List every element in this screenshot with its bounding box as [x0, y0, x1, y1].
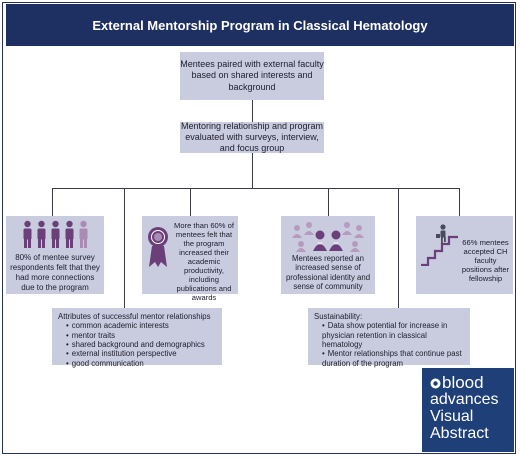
connector-line [52, 188, 53, 216]
list-item: common academic interests [66, 321, 216, 330]
stairs-climber-icon [421, 224, 458, 266]
outcome-faculty-box: 66% mentees accepted CH faculty position… [416, 216, 513, 294]
outcome-faculty-text: 66% mentees accepted CH faculty position… [461, 238, 510, 284]
award-ribbon-icon [148, 227, 168, 267]
frame [2, 2, 516, 454]
logo-line: blood [430, 374, 508, 391]
person-icon [65, 220, 73, 248]
sustainability-heading: Sustainability: [314, 312, 363, 321]
connector-line [52, 188, 459, 189]
people-icon [6, 220, 104, 248]
step-evaluation-box: Mentoring relationship and program evalu… [180, 120, 324, 154]
connector-line [124, 188, 125, 308]
outcome-productivity-text: More than 60% of mentees felt that the p… [174, 221, 234, 302]
community-icon [292, 222, 364, 252]
logo-line: Abstract [430, 425, 489, 442]
connector-line [190, 188, 191, 216]
list-item: Data show potential for increase in phys… [322, 321, 464, 349]
outcome-community-box: Mentees reported an increased sense of p… [281, 216, 375, 294]
connector-line [398, 188, 399, 308]
step-pairing-box: Mentees paired with external faculty bas… [180, 52, 324, 100]
outcome-connections-box: 80% of mentee survey respondents felt th… [6, 216, 104, 294]
outcome-connections-text: 80% of mentee survey respondents felt th… [10, 253, 100, 292]
logo-drop-icon [430, 378, 441, 389]
person-icon [37, 220, 45, 248]
list-item: good communication [66, 359, 216, 368]
connector-line [328, 188, 329, 216]
attributes-list: common academic interests mentor traits … [58, 321, 216, 368]
sustainability-list: Data show potential for increase in phys… [314, 321, 464, 368]
attributes-heading: Attributes of successful mentor relation… [58, 312, 211, 321]
sustainability-box: Sustainability: Data show potential for … [308, 308, 470, 368]
person-icon [23, 220, 31, 248]
list-item: shared background and demographics [66, 340, 216, 349]
connector-line [252, 100, 253, 122]
logo-line: Visual [430, 408, 474, 425]
outcome-community-text: Mentees reported an increased sense of p… [285, 254, 371, 292]
logo-line: advances [430, 391, 499, 408]
list-item: external institution perspective [66, 349, 216, 358]
connector-line [252, 153, 253, 188]
outcome-productivity-box: More than 60% of mentees felt that the p… [142, 216, 238, 302]
list-item: Mentor relationships that continue past … [322, 349, 464, 368]
person-icon [79, 220, 87, 248]
list-item: mentor traits [66, 331, 216, 340]
attributes-box: Attributes of successful mentor relation… [52, 308, 222, 368]
blood-advances-logo: blood advances Visual Abstract [422, 368, 514, 452]
connector-line [459, 188, 460, 216]
person-icon [51, 220, 59, 248]
page-title: External Mentorship Program in Classical… [6, 4, 514, 46]
